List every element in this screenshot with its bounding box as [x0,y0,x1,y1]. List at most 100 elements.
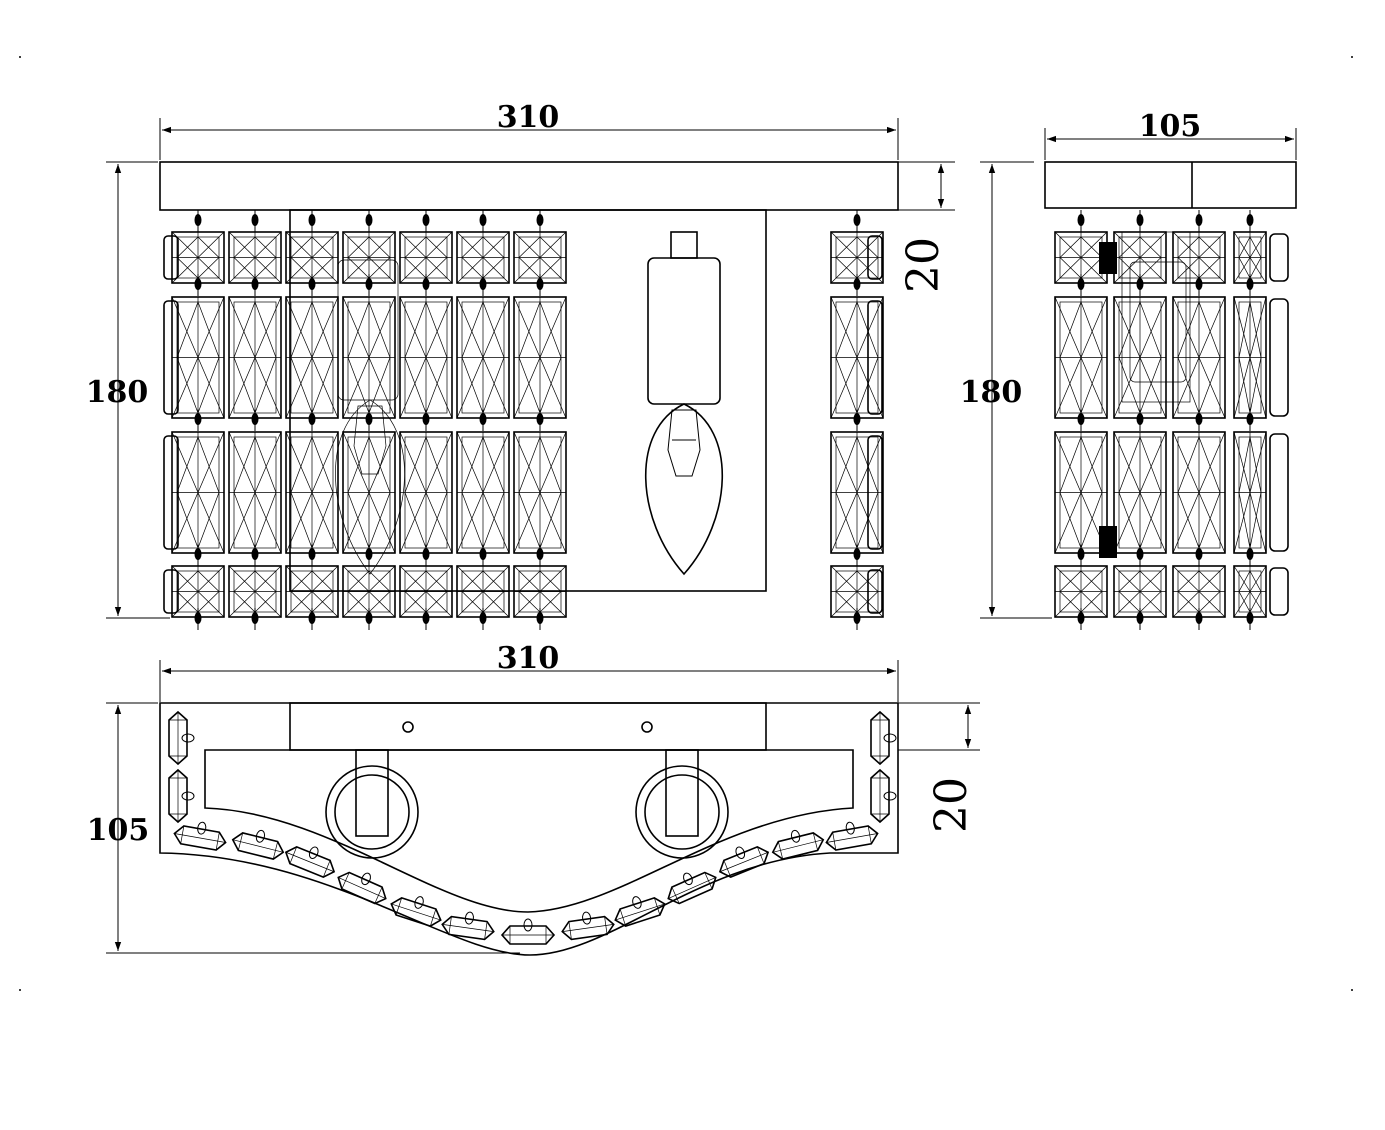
crystal-connector [1077,544,1085,566]
crystal-prism [171,565,225,618]
front-crystal-curtain [163,210,884,630]
crystal-connector [365,409,373,431]
crystal-connector [1195,274,1203,296]
crystal-prism [342,431,396,554]
crystal-prism [456,431,510,554]
top-backplate [289,702,767,751]
top-crystal [667,871,717,905]
crystal-connector [853,409,861,431]
crystal-prism [513,296,567,419]
crystal-connector [853,210,861,232]
crystal-connector [365,274,373,296]
crystal-prism [830,431,884,554]
front-width-label: 310 [497,100,560,135]
crystal-prism [456,296,510,419]
crystal-connector [308,544,316,566]
side-crystal-curtain [1054,210,1289,630]
top-crystal [337,871,387,905]
crystal-connector [1195,608,1203,630]
crystal-connector [365,608,373,630]
side-height-label: 180 [960,375,1023,410]
crystal-connector [479,608,487,630]
crystal-prism [1054,296,1108,419]
crystal-connector [308,608,316,630]
crystal-prism [285,431,339,554]
top-crystal [168,768,195,824]
top-view: 310 105 20 [87,641,980,956]
crystal-connector [422,409,430,431]
crystal-prism [1172,296,1226,419]
crystal-connector [479,210,487,232]
crystal-connector [1195,210,1203,232]
front-height-dimension: 180 [86,161,170,619]
side-height-dimension: 180 [960,161,1052,619]
front-height-label: 180 [86,375,149,410]
crystal-prism [1233,565,1267,618]
top-width-label: 310 [497,641,560,676]
crystal-prism [830,296,884,419]
crystal-connector [479,544,487,566]
top-crystal [771,829,825,860]
crystal-connector [194,544,202,566]
crystal-prism [1113,296,1167,419]
crystal-connector [194,274,202,296]
crystal-prism [228,296,282,419]
side-wall-plate [1044,161,1297,209]
crystal-connector [1077,210,1085,232]
crystal-prism [285,296,339,419]
crystal-connector [853,608,861,630]
top-outline [159,702,899,956]
crystal-prism [1113,431,1167,554]
top-crystal [870,768,897,824]
crystal-connector [536,210,544,232]
crystal-connector [1246,409,1254,431]
crystal-connector [251,409,259,431]
crystal-connector [251,608,259,630]
crystal-connector [1246,274,1254,296]
side-clips [1099,242,1117,558]
crystal-connector [422,210,430,232]
top-crystal-row [168,710,897,945]
crystal-connector [1077,409,1085,431]
crystal-connector [1246,210,1254,232]
top-crystal [390,896,442,927]
crystal-connector [308,409,316,431]
crystal-prism [399,296,453,419]
front-plate-dimension: 20 [898,161,955,293]
crystal-prism [1233,296,1267,419]
front-wall-plate [159,161,899,211]
crystal-connector [422,544,430,566]
crystal-prism [399,431,453,554]
top-crystal [561,911,615,941]
top-depth-label: 105 [87,813,150,848]
front-width-dimension: 310 [159,100,899,160]
top-lamp-holders [325,749,729,859]
top-crystal [825,821,879,851]
crystal-prism [1233,431,1267,554]
top-crystal [284,846,336,878]
crystal-prism [171,296,225,419]
crystal-connector [1136,409,1144,431]
crystal-connector [365,210,373,232]
side-width-dimension: 105 [1044,109,1297,160]
front-plate-label: 20 [898,237,949,293]
crystal-connector [251,274,259,296]
crystal-prism [171,431,225,554]
crystal-connector [194,210,202,232]
top-width-dimension: 310 [159,641,899,702]
crystal-connector [1077,274,1085,296]
crystal-connector [536,608,544,630]
crystal-connector [1246,608,1254,630]
crystal-connector [536,274,544,296]
corner-marks [19,56,1353,991]
crystal-connector [308,210,316,232]
crystal-connector [194,409,202,431]
crystal-prism [513,431,567,554]
crystal-connector [1136,608,1144,630]
crystal-connector [194,608,202,630]
crystal-prism [228,431,282,554]
side-view: 105 180 [960,109,1297,630]
crystal-prism [1172,431,1226,554]
front-backplate [289,209,767,592]
top-crystal [500,918,556,945]
